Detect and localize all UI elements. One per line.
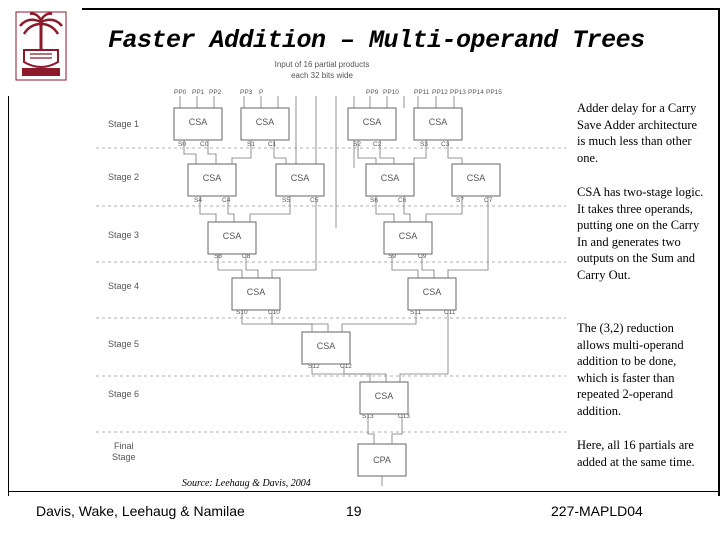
svg-text:CSA: CSA — [247, 287, 266, 297]
svg-text:C10: C10 — [268, 309, 280, 316]
svg-text:CSA: CSA — [423, 287, 442, 297]
svg-text:CPA: CPA — [373, 455, 391, 465]
svg-text:PP12: PP12 — [432, 89, 448, 96]
stage-2-label: Stage 2 — [108, 172, 139, 182]
diagram-header-line2: each 32 bits wide — [291, 71, 353, 80]
svg-text:C13: C13 — [398, 413, 410, 420]
stage-5-label: Stage 5 — [108, 339, 139, 349]
svg-text:S6: S6 — [370, 197, 378, 204]
svg-text:C6: C6 — [398, 197, 407, 204]
svg-text:CSA: CSA — [256, 117, 275, 127]
partial-product-labels: PP0 PP1 PP2 PP3 P PP9 PP10 PP11 PP12 PP1… — [174, 89, 502, 96]
svg-text:PP15: PP15 — [486, 89, 502, 96]
svg-text:S4: S4 — [194, 197, 202, 204]
note-reduction: The (3,2) reduction allows multi-operand… — [577, 321, 684, 418]
stage-6-label: Stage 6 — [108, 389, 139, 399]
svg-text:PP1: PP1 — [192, 89, 205, 96]
cpa-final — [357, 443, 407, 477]
svg-text:C1: C1 — [268, 141, 277, 148]
svg-text:C11: C11 — [444, 309, 456, 316]
svg-text:CSA: CSA — [291, 173, 310, 183]
svg-text:PP3: PP3 — [240, 89, 253, 96]
svg-text:C12: C12 — [340, 363, 352, 370]
final-stage-label-line2: Stage — [112, 452, 136, 462]
svg-text:PP9: PP9 — [366, 89, 379, 96]
svg-text:PP11: PP11 — [414, 89, 430, 96]
svg-text:CSA: CSA — [223, 231, 242, 241]
slide-title: Faster Addition – Multi-operand Trees — [108, 26, 645, 55]
svg-text:C2: C2 — [373, 141, 382, 148]
bottom-rule — [8, 491, 718, 492]
svg-text:CSA: CSA — [317, 341, 336, 351]
svg-text:CSA: CSA — [429, 117, 448, 127]
note-all-partials: Here, all 16 partials are added at the s… — [577, 438, 695, 469]
svg-text:S7: S7 — [456, 197, 464, 204]
svg-text:S12: S12 — [308, 363, 320, 370]
note-csa-logic: CSA has two-stage logic. It takes three … — [577, 185, 704, 282]
stage-4-label: Stage 4 — [108, 281, 139, 291]
svg-text:CSA: CSA — [189, 117, 208, 127]
svg-text:S5: S5 — [282, 197, 290, 204]
svg-text:C5: C5 — [310, 197, 319, 204]
svg-text:CSA: CSA — [399, 231, 418, 241]
svg-text:S0: S0 — [178, 141, 186, 148]
stage-3-label: Stage 3 — [108, 230, 139, 240]
svg-text:CSA: CSA — [375, 391, 394, 401]
left-rule — [8, 96, 9, 496]
svg-text:CSA: CSA — [203, 173, 222, 183]
svg-text:PP14: PP14 — [468, 89, 484, 96]
svg-text:S3: S3 — [420, 141, 428, 148]
stage-1-label: Stage 1 — [108, 119, 139, 129]
right-rule — [718, 8, 720, 496]
svg-text:PP13: PP13 — [450, 89, 466, 96]
diagram-header-line1: Input of 16 partial products — [275, 60, 370, 69]
footer-authors: Davis, Wake, Leehaug & Namilae — [36, 503, 245, 519]
note-adder-delay: Adder delay for a Carry Save Adder archi… — [577, 101, 698, 165]
svg-text:CSA: CSA — [467, 173, 486, 183]
csa-box-labels: CSA CSA CSA CSA CSA CSA CSA CSA CSA CSA … — [189, 117, 486, 465]
stage-wires — [183, 140, 489, 486]
svg-text:CSA: CSA — [363, 117, 382, 127]
footer-course-code: 227-MAPLD04 — [551, 503, 643, 519]
footer-page-number: 19 — [346, 503, 362, 519]
source-citation: Source: Leehaug & Davis, 2004 — [182, 478, 311, 489]
svg-text:CSA: CSA — [381, 173, 400, 183]
svg-text:S2: S2 — [353, 141, 361, 148]
svg-text:C4: C4 — [222, 197, 231, 204]
svg-text:C0: C0 — [200, 141, 209, 148]
svg-text:PP2: PP2 — [209, 89, 222, 96]
top-rule — [82, 8, 720, 10]
svg-text:P: P — [259, 89, 263, 96]
svg-text:PP0: PP0 — [174, 89, 187, 96]
final-stage-label-line1: Final — [114, 441, 134, 451]
stage-separators — [96, 147, 566, 433]
csa-tree-diagram: Input of 16 partial products each 32 bit… — [96, 60, 566, 486]
university-logo — [15, 11, 67, 81]
svg-text:PP10: PP10 — [383, 89, 399, 96]
svg-text:C3: C3 — [441, 141, 450, 148]
